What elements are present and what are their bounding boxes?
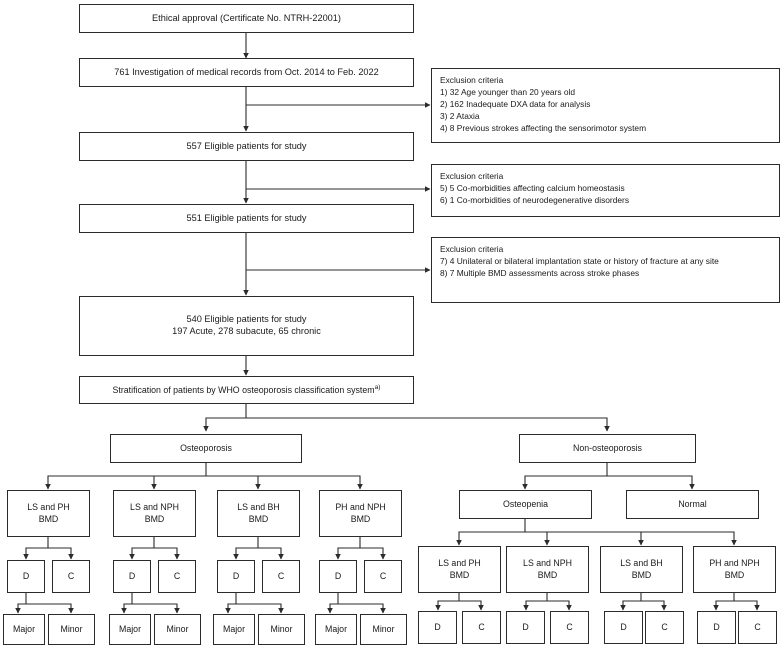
exclusion-2-heading: Exclusion criteria [440,171,504,181]
node-bmd-left-4-label: PH and NPH BMD [335,502,386,524]
node-eligible-551-label: 551 Eligible patients for study [186,212,307,223]
node-non-osteoporosis: Non-osteoporosis [519,434,696,463]
exclusion-1-item-3: 3) 2 Ataxia [440,110,480,121]
node-bmd-right-4: PH and NPH BMD [693,546,776,593]
node-bmd-right-1: LS and PH BMD [418,546,501,593]
node-bmd-left-4-child-c: C [364,560,402,593]
node-bmd-left-2-grandchild-minor: Minor [154,614,201,645]
node-bmd-left-3: LS and BH BMD [217,490,300,537]
node-eligible-551: 551 Eligible patients for study [79,204,414,233]
node-eligible-540: 540 Eligible patients for study 197 Acut… [79,296,414,356]
node-investigation-label: 761 Investigation of medical records fro… [114,66,379,77]
node-bmd-left-3-child-c: C [262,560,300,593]
node-bmd-left-3-label: LS and BH BMD [237,502,280,524]
node-ethical-approval: Ethical approval (Certificate No. NTRH-2… [79,4,414,33]
node-stratification: Stratification of patients by WHO osteop… [79,376,414,404]
node-bmd-right-1-child-d: D [418,611,457,644]
node-investigation: 761 Investigation of medical records fro… [79,58,414,87]
node-bmd-right-1-label: LS and PH BMD [438,558,481,580]
exclusion-1-heading: Exclusion criteria [440,75,504,85]
node-bmd-left-2-grandchild-major: Major [109,614,151,645]
node-ethical-approval-label: Ethical approval (Certificate No. NTRH-2… [152,12,341,23]
node-bmd-right-3-label: LS and BH BMD [620,558,663,580]
exclusion-1-item-1: 1) 32 Age younger than 20 years old [440,86,576,97]
node-osteopenia-label: Osteopenia [503,498,548,509]
exclusion-criteria-box-1: Exclusion criteria 1) 32 Age younger tha… [431,68,780,143]
exclusion-3-heading: Exclusion criteria [440,244,504,254]
node-bmd-left-3-grandchild-minor: Minor [258,614,305,645]
node-bmd-right-3: LS and BH BMD [600,546,683,593]
node-non-osteoporosis-label: Non-osteoporosis [573,442,642,453]
node-eligible-557: 557 Eligible patients for study [79,132,414,161]
node-bmd-left-4-grandchild-minor: Minor [360,614,407,645]
exclusion-3-item-2: 8) 7 Multiple BMD assessments across str… [440,267,640,278]
node-bmd-right-4-label: PH and NPH BMD [709,558,760,580]
node-normal: Normal [626,490,759,519]
exclusion-2-item-1: 5) 5 Co-morbidities affecting calcium ho… [440,182,625,193]
node-osteoporosis-label: Osteoporosis [180,442,232,453]
node-bmd-left-2: LS and NPH BMD [113,490,196,537]
exclusion-2-item-2: 6) 1 Co-morbidities of neurodegenerative… [440,194,630,205]
exclusion-criteria-box-2: Exclusion criteria 5) 5 Co-morbidities a… [431,164,780,217]
node-normal-label: Normal [678,498,707,509]
node-bmd-left-1-child-d: D [7,560,45,593]
node-bmd-right-4-child-c: C [738,611,777,644]
node-bmd-left-4-grandchild-major: Major [315,614,357,645]
node-bmd-left-3-child-d: D [217,560,255,593]
node-bmd-left-1-grandchild-major: Major [3,614,45,645]
node-eligible-540-line1: 540 Eligible patients for study [186,314,307,325]
node-bmd-left-1: LS and PH BMD [7,490,90,537]
node-bmd-left-4: PH and NPH BMD [319,490,402,537]
node-bmd-left-4-child-d: D [319,560,357,593]
node-eligible-557-label: 557 Eligible patients for study [186,140,307,151]
node-eligible-540-line2: 197 Acute, 278 subacute, 65 chronic [172,326,321,336]
exclusion-3-item-1: 7) 4 Unilateral or bilateral implantatio… [440,255,719,266]
node-bmd-right-2-child-d: D [506,611,545,644]
node-bmd-left-2-child-d: D [113,560,151,593]
node-bmd-right-2-child-c: C [550,611,589,644]
exclusion-1-item-2: 2) 162 Inadequate DXA data for analysis [440,98,591,109]
node-stratification-label: Stratification of patients by WHO osteop… [112,384,375,395]
node-bmd-left-1-label: LS and PH BMD [27,502,70,524]
footnote-marker: a) [374,383,381,391]
node-bmd-left-2-child-c: C [158,560,196,593]
node-bmd-right-3-child-c: C [645,611,684,644]
node-bmd-right-3-child-d: D [604,611,643,644]
exclusion-1-item-4: 4) 8 Previous strokes affecting the sens… [440,122,647,133]
node-osteoporosis: Osteoporosis [110,434,302,463]
node-bmd-left-1-grandchild-minor: Minor [48,614,95,645]
node-osteopenia: Osteopenia [459,490,592,519]
node-bmd-left-3-grandchild-major: Major [213,614,255,645]
node-bmd-left-2-label: LS and NPH BMD [130,502,179,524]
exclusion-criteria-box-3: Exclusion criteria 7) 4 Unilateral or bi… [431,237,780,303]
node-bmd-right-4-child-d: D [697,611,736,644]
node-bmd-right-2-label: LS and NPH BMD [523,558,572,580]
node-bmd-right-2: LS and NPH BMD [506,546,589,593]
node-bmd-left-1-child-c: C [52,560,90,593]
node-bmd-right-1-child-c: C [462,611,501,644]
